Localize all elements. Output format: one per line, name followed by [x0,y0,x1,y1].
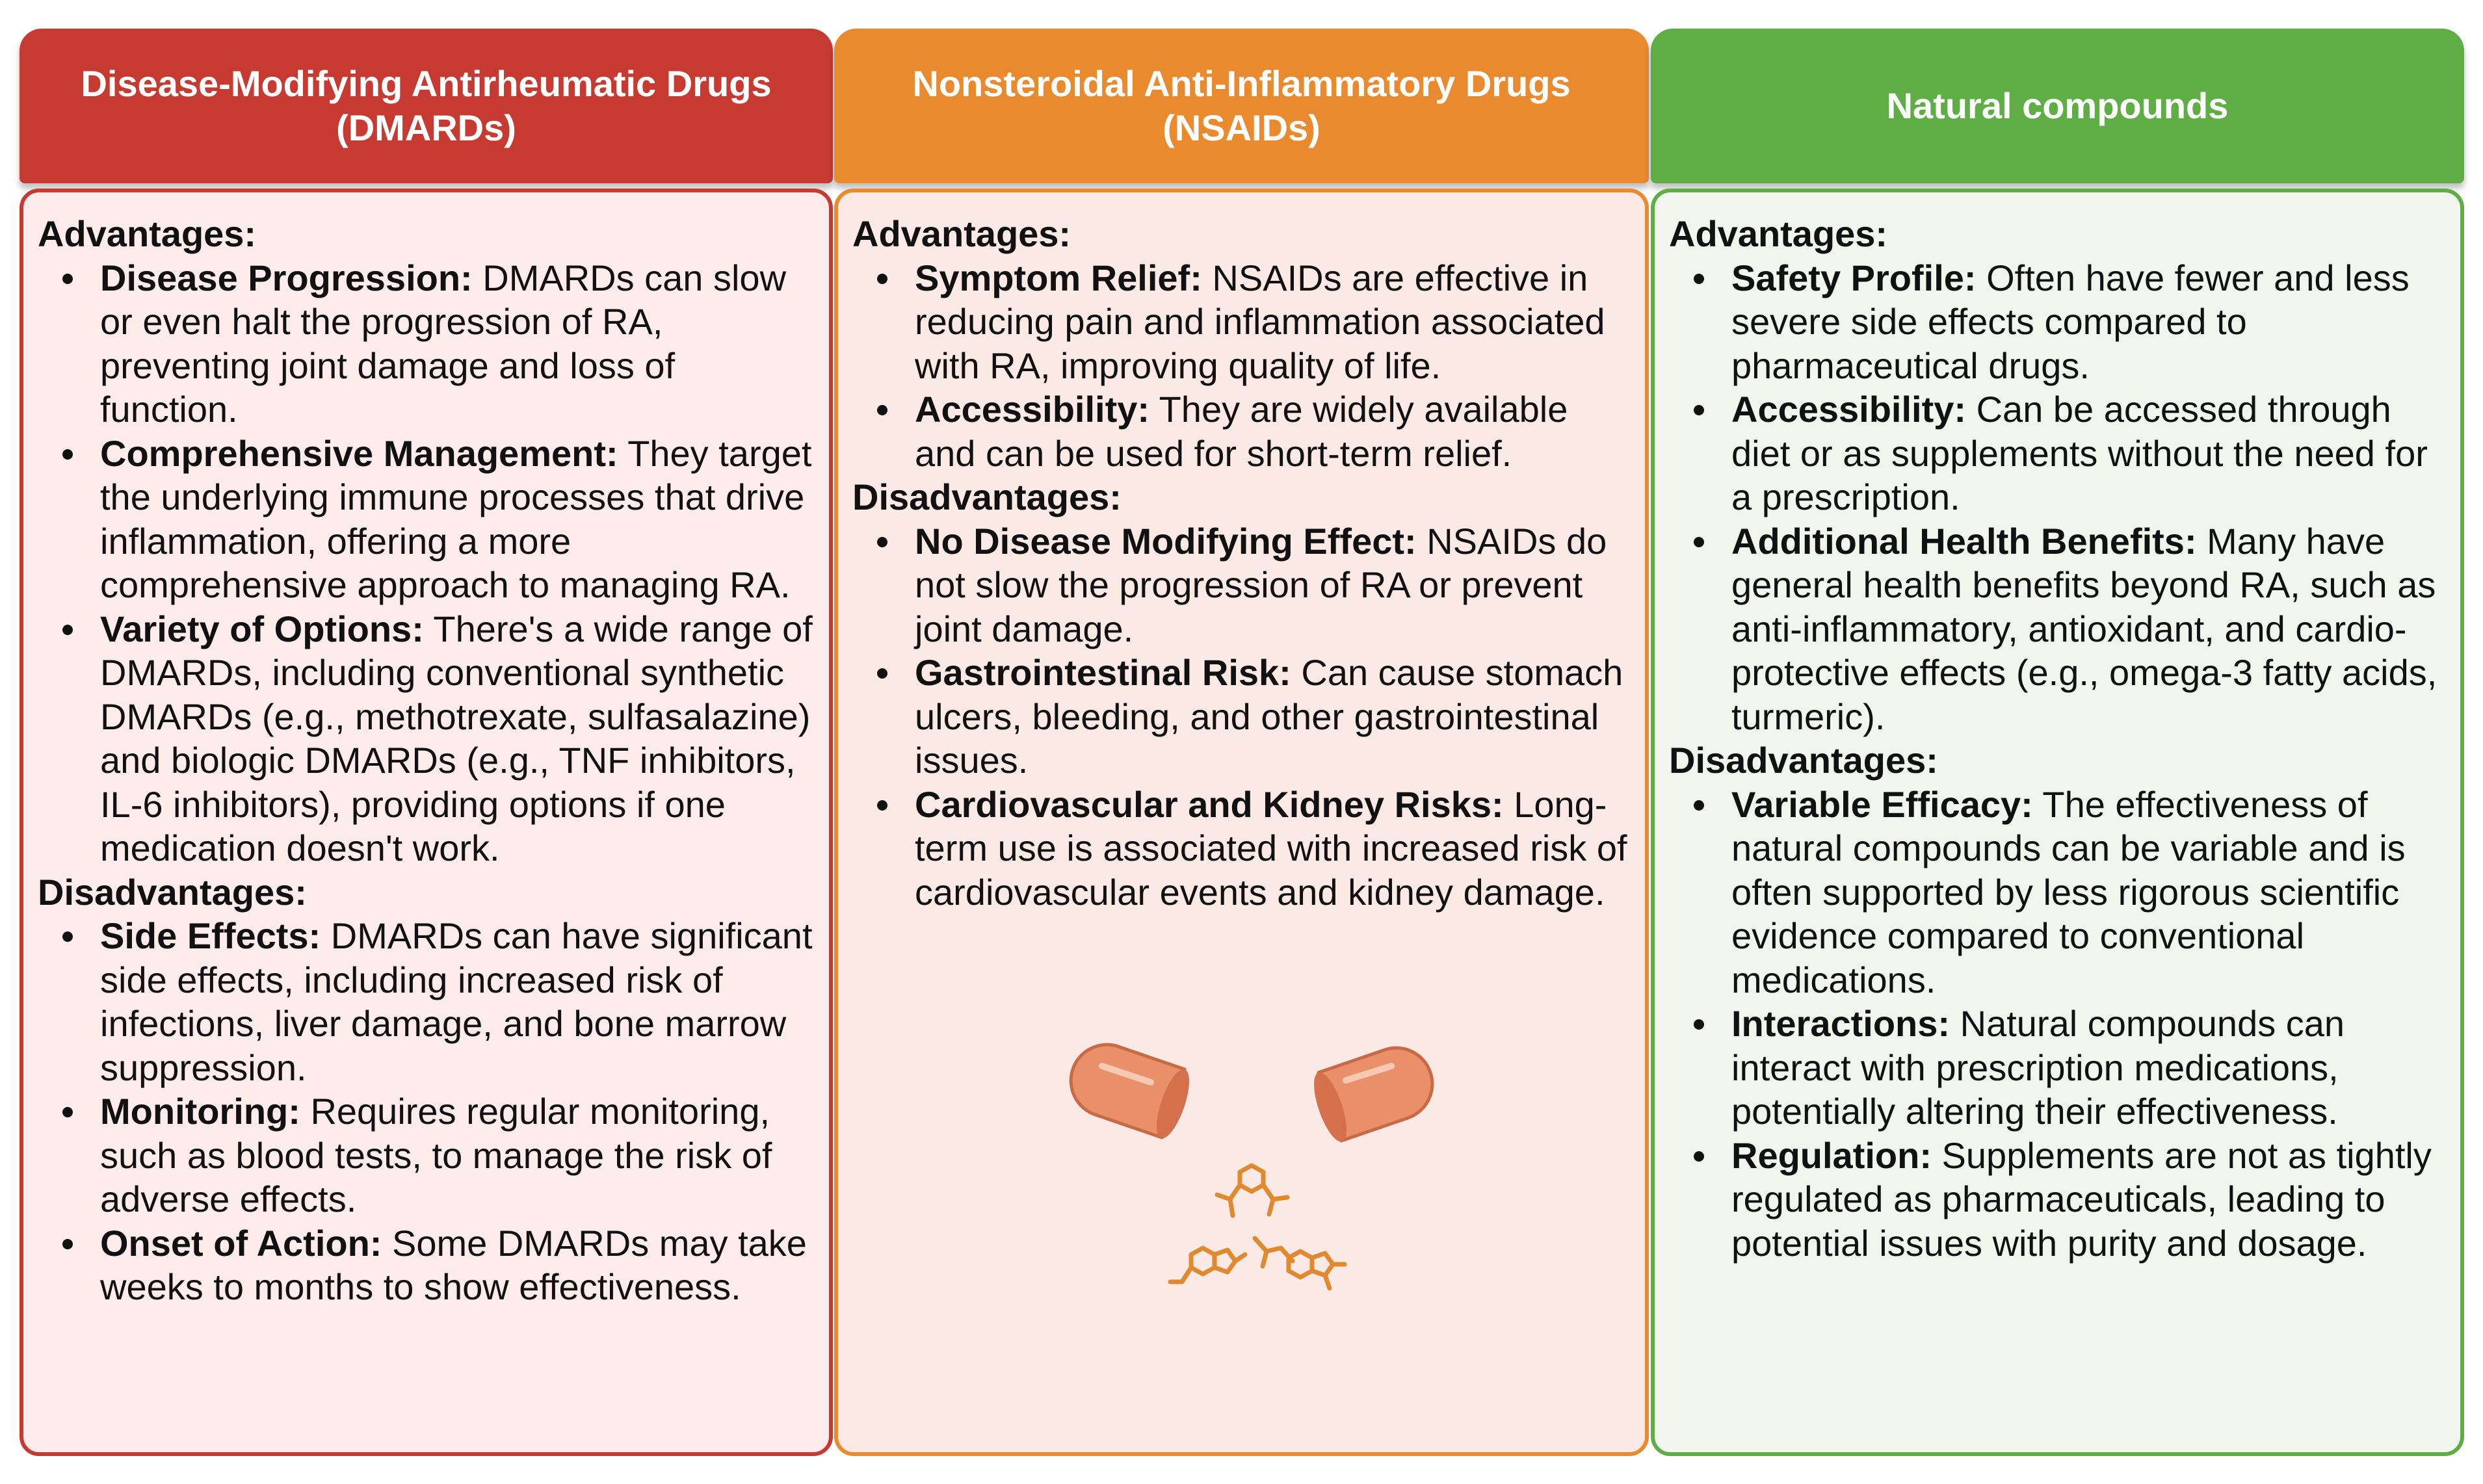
nsaids-disadvantages-heading: Disadvantages: [852,476,1122,517]
item-label: No Disease Modifying Effect: [915,520,1417,562]
list-item: Variety of Options: There's a wide range… [62,607,815,870]
item-text: Many have general health benefits beyond… [1731,520,2437,737]
molecule-bottom-right-icon [1252,1236,1347,1291]
dmards-header: Disease-Modifying Antirheumatic Drugs (D… [20,29,833,183]
item-text: Long-term use is associated with increas… [915,783,1627,913]
natural-title-line1: Natural compounds [1886,85,2229,126]
natural-advantages-heading: Advantages: [1669,213,1888,254]
item-label: Interactions: [1731,1003,1951,1044]
item-label: Gastrointestinal Risk: [915,652,1291,693]
capsule-left-half-icon [1069,1043,1189,1139]
item-text: DMARDs can slow or even halt the progres… [100,257,787,430]
list-item: Onset of Action: Some DMARDs may take we… [62,1221,815,1309]
nsaids-title-line2: (NSAIDs) [1163,107,1320,148]
item-text: Can cause stomach ulcers, bleeding, and … [915,652,1623,781]
list-item: Comprehensive Management: They target th… [62,432,815,607]
item-label: Onset of Action: [100,1222,382,1264]
list-item: No Disease Modifying Effect: NSAIDs do n… [877,519,1631,651]
list-item: Variable Efficacy: The effectiveness of … [1694,783,2446,1002]
dmards-title-line1: Disease-Modifying Antirheumatic Drugs [81,63,772,104]
item-label: Comprehensive Management: [100,432,618,474]
list-item: Accessibility: Can be accessed through d… [1694,387,2446,519]
item-label: Cardiovascular and Kidney Risks: [915,783,1504,825]
item-label: Side Effects: [100,915,321,956]
dmards-disadvantages-list: Side Effects: DMARDs can have significan… [38,914,815,1309]
item-text: NSAIDs do not slow the progression of RA… [915,520,1607,649]
natural-header: Natural compounds [1651,29,2464,183]
molecule-top-icon [1215,1163,1290,1218]
list-item: Symptom Relief: NSAIDs are effective in … [877,256,1631,388]
item-text: Can be accessed through diet or as suppl… [1731,389,2428,517]
item-text: They target the underlying immune proces… [100,432,812,606]
item-label: Safety Profile: [1731,257,1977,298]
dmards-advantages-list: Disease Progression: DMARDs can slow or … [38,256,815,870]
item-label: Additional Health Benefits: [1731,520,2197,562]
list-item: Monitoring: Requires regular monitoring,… [62,1089,815,1221]
list-item: Regulation: Supplements are not as tight… [1694,1134,2446,1266]
nsaids-panel: Advantages: Symptom Relief: NSAIDs are e… [834,189,1649,1456]
list-item: Additional Health Benefits: Many have ge… [1694,519,2446,739]
capsule-right-half-icon [1314,1046,1434,1143]
list-item: Interactions: Natural compounds can inte… [1694,1002,2446,1134]
list-item: Gastrointestinal Risk: Can cause stomach… [877,651,1631,783]
dmards-disadvantages-heading: Disadvantages: [38,871,307,913]
dmards-panel: Advantages: Disease Progression: DMARDs … [20,189,833,1456]
nsaids-disadvantages-list: No Disease Modifying Effect: NSAIDs do n… [852,519,1631,915]
dmards-advantages-heading: Advantages: [38,213,257,254]
item-label: Disease Progression: [100,257,473,298]
item-text: Often have fewer and less severe side ef… [1731,257,2410,386]
nsaids-title-line1: Nonsteroidal Anti-Inflammatory Drugs [912,63,1571,104]
item-text: They are widely available and can be use… [915,389,1568,474]
nsaids-advantages-list: Symptom Relief: NSAIDs are effective in … [852,256,1631,476]
item-text: Some DMARDs may take weeks to months to … [100,1222,807,1308]
molecule-bottom-left-icon [1168,1245,1248,1284]
item-label: Monitoring: [100,1091,300,1132]
item-label: Variable Efficacy: [1731,783,2033,825]
item-label: Symptom Relief: [915,257,1202,298]
item-text: Supplements are not as tightly regulated… [1731,1134,2432,1264]
dmards-title-line2: (DMARDs) [336,107,516,148]
list-item: Safety Profile: Often have fewer and les… [1694,256,2446,388]
item-label: Accessibility: [1731,389,1967,430]
nsaids-header: Nonsteroidal Anti-Inflammatory Drugs (NS… [834,29,1649,183]
item-text: NSAIDs are effective in reducing pain an… [915,257,1605,386]
list-item: Accessibility: They are widely available… [877,387,1631,475]
item-text: The effectiveness of natural compounds c… [1731,783,2406,1000]
natural-panel: Advantages: Safety Profile: Often have f… [1651,189,2464,1456]
capsule-molecule-illustration [1069,1043,1434,1291]
list-item: Disease Progression: DMARDs can slow or … [62,256,815,432]
item-label: Variety of Options: [100,608,424,649]
item-text: There's a wide range of DMARDs, includin… [100,608,813,869]
nsaids-advantages-heading: Advantages: [852,213,1071,254]
natural-advantages-list: Safety Profile: Often have fewer and les… [1669,256,2446,739]
item-label: Regulation: [1731,1134,1932,1176]
natural-disadvantages-list: Variable Efficacy: The effectiveness of … [1669,783,2446,1266]
list-item: Cardiovascular and Kidney Risks: Long-te… [877,783,1631,915]
item-text: Requires regular monitoring, such as blo… [100,1091,772,1219]
list-item: Side Effects: DMARDs can have significan… [62,914,815,1089]
natural-disadvantages-heading: Disadvantages: [1669,740,1938,781]
item-text: Natural compounds can interact with pres… [1731,1003,2345,1132]
item-text: DMARDs can have significant side effects… [100,915,813,1088]
item-label: Accessibility: [915,389,1150,430]
